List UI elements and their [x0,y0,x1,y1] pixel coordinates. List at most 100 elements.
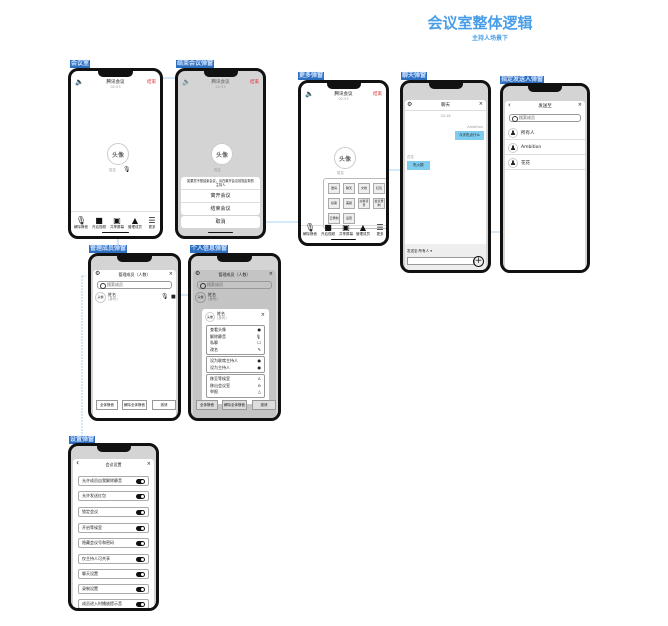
toggle[interactable] [136,479,145,484]
diagram-subtitle: 主持人场景下 [471,35,508,42]
toggle[interactable] [136,587,145,592]
view-avatar-item[interactable]: 查看头像● [210,327,261,332]
gear-icon[interactable]: ⚙ [95,270,101,277]
avatar: 头像 [107,143,129,165]
private-chat-item[interactable]: 私聊☐ [210,340,261,345]
close-icon[interactable]: × [478,101,483,107]
meeting-title: 腾讯会议 [106,80,125,85]
mute-all-button[interactable]: 全体静音 [96,400,118,410]
toolbar-video[interactable]: ■开启视频 [92,216,106,229]
video-icon: ■ [95,216,103,225]
label-more: 更多弹窗 [298,72,325,80]
member-role: (身份) [208,297,218,301]
more-virtual-bg[interactable]: 虚拟背景 [358,198,370,209]
members-title: 管理成员（人数） [218,272,251,277]
unmute-item[interactable]: 解除静音🎙 [210,333,261,339]
back-icon[interactable]: ‹ [76,458,80,467]
toolbar-members[interactable]: ▲管理成员 [356,223,370,236]
toolbar-more[interactable]: ☰更多 [143,216,160,230]
back-icon[interactable]: ‹ [508,101,511,109]
member-role: (身份) [108,297,118,301]
more-cloud-record[interactable]: 云录制 [328,213,340,224]
toolbar-unmute[interactable]: 🎙解除静音 [303,223,317,236]
screen-share-icon: ▣ [113,216,121,225]
toggle[interactable] [136,541,145,546]
recipient-item[interactable]: ♟Ambition [505,141,585,155]
profile-group-2: 设为联席主持人● 设为主持人● [206,356,265,373]
recipient-item[interactable]: ♟所有人 [505,126,585,140]
report-item[interactable]: 举报△ [210,389,261,394]
user-icon: ♟ [508,143,518,153]
cancel-button[interactable]: 取消 [181,216,260,228]
profile-group-3: 移至等候室♙ 移出会议室⊖ 举报△ [206,374,265,398]
send-to-dropdown[interactable]: 发送至:所有人 ▾ [407,249,433,253]
set-cohost-item[interactable]: 设为联席主持人● [210,358,261,363]
leave-meeting-button[interactable]: 离开会议 [181,189,260,202]
remove-item[interactable]: 移出会议室⊖ [210,382,261,388]
toggle[interactable] [136,557,145,562]
mic-icon: 🎙 [123,166,131,173]
camera-off-icon[interactable]: ■ [171,294,176,300]
more-chat[interactable]: 聊天 [343,183,355,194]
close-icon[interactable]: × [577,102,582,108]
rename-item[interactable]: 改名✎ [210,346,261,352]
toggle[interactable] [136,572,145,577]
setting-row: 锁定会议 [78,507,149,517]
phone-members: ⚙ 管理成员（人数） × 搜索成员 头像 姓名 (身份) 🎙 ■ 全体静音 解除… [88,253,181,421]
more-beauty[interactable]: 美颜 [343,198,355,209]
connector-settings [81,275,86,441]
speaker-icon: 🔈 [182,78,191,86]
toggle[interactable] [136,602,145,607]
end-meeting-button[interactable]: 结束会议 [181,202,260,215]
toggle[interactable] [136,494,145,499]
plus-icon[interactable]: + [473,256,484,267]
end-button[interactable]: 结束 [147,80,156,85]
phone-settings: ‹ 会议设置 × 允许成员自我解除静音 允许发送红包 锁定会议 开启等候室 隐藏… [68,443,159,611]
recipient-item[interactable]: ♟花花 [505,156,585,170]
sender-name: 花花 [407,155,414,159]
menu-icon: ☰ [148,216,156,225]
unmute-all-button[interactable]: 解除全体静音 [122,400,147,410]
more-vote[interactable]: 投票 [328,198,340,209]
move-waiting-room-item[interactable]: 移至等候室♙ [210,376,261,381]
toolbar-unmute[interactable]: 🎙解除静音 [74,216,88,229]
toolbar-video[interactable]: ■开启视频 [321,223,335,236]
toolbar-more[interactable]: ☰更多 [376,223,384,236]
set-host-item[interactable]: 设为主持人● [210,364,261,370]
toggle[interactable] [136,510,145,515]
toolbar-share[interactable]: ▣共享屏幕 [339,223,353,236]
speaker-icon[interactable]: 🔈 [75,78,84,86]
toolbar-members[interactable]: ▲管理成员 [128,216,142,229]
meeting-time: 02:53 [338,97,349,101]
invite-button[interactable]: 邀请 [152,400,176,410]
more-record[interactable]: 会议录制 [373,198,385,209]
mic-icon[interactable]: 🎙 [161,293,169,300]
member-name[interactable]: 姓名 [108,292,116,297]
members-icon: ▲ [131,216,139,225]
search-input: 搜索成员 [197,281,272,289]
profile-group-1: 查看头像● 解除静音🎙 私聊☐ 改名✎ [206,325,265,355]
search-input[interactable]: 搜索成员 [97,281,172,289]
avatar: 头像 [205,312,215,322]
close-icon[interactable]: × [260,312,265,318]
toolbar-share[interactable]: ▣共享屏幕 [110,216,124,229]
close-icon[interactable]: × [146,461,151,467]
more-docs[interactable]: 文档 [358,183,370,194]
search-input[interactable]: 搜索成员 [509,114,581,122]
user-icon: ♟ [508,128,518,138]
gear-icon[interactable]: ⚙ [407,101,413,108]
close-icon[interactable]: × [168,271,173,277]
chat-input[interactable] [407,257,475,265]
speaker-icon[interactable]: 🔈 [305,90,314,98]
label-end: 结束会议弹窗 [176,60,215,68]
end-button[interactable]: 结束 [373,92,382,97]
toggle[interactable] [136,526,145,531]
phone-profile: ⚙ 管理成员（人数） × 搜索成员 头像 姓名 (身份) 头像 姓名 (身份) … [188,253,281,421]
profile-name: 姓名 [217,311,225,316]
phone-chat: ⚙ 聊天 × 20:18 Ambition 今天吃点什么 花花 吃火锅 发送至:… [400,80,491,273]
mute-all-button: 全体静音 [196,400,218,410]
avatar: 头像 [211,143,233,165]
more-settings[interactable]: 设置 [343,213,355,224]
more-redpacket[interactable]: 红包 [373,183,385,194]
more-invite[interactable]: 邀请 [328,183,340,194]
